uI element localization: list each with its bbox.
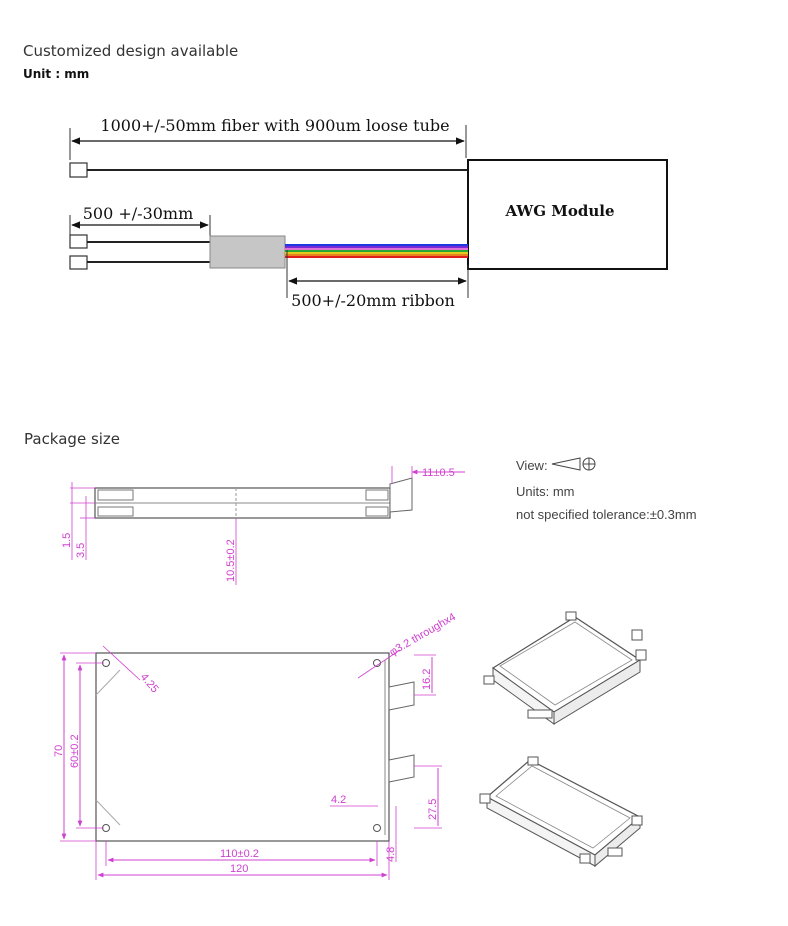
dim-42: 4.2 <box>331 794 346 806</box>
page-title: Customized design available <box>23 42 239 60</box>
package-isometric-top <box>483 611 647 725</box>
ribbon-length-label: 500+/-20mm ribbon <box>291 291 455 310</box>
dim-16: 16.2 <box>421 669 433 690</box>
package-front-body <box>95 652 390 842</box>
dim-side-1: 1.5 <box>61 533 73 548</box>
dim-width-holes: 110±0.2 <box>220 848 259 860</box>
awg-module-label: AWG Module <box>504 202 614 220</box>
dim-width-total: 120 <box>230 863 248 875</box>
fiber-diagram: 1000+/-50mm fiber with 900um loose tube … <box>69 116 668 310</box>
dim-height-total: 70 <box>53 745 65 757</box>
dim-side-2: 3.5 <box>75 543 87 558</box>
dim-height-holes: 60±0.2 <box>69 734 81 768</box>
unit-label: Unit : mm <box>23 67 90 81</box>
view-label: View: <box>516 458 548 473</box>
dim-hole: φ3.2 throughx4 <box>388 611 458 659</box>
package-notes: View: Units: mm not specified tolerance:… <box>516 457 697 522</box>
package-size-title: Package size <box>24 430 121 448</box>
front-boot-1 <box>388 681 415 711</box>
dim-thickness: 10.5±0.2 <box>225 539 237 582</box>
fiber-connector <box>69 162 88 178</box>
tolerance-label: not specified tolerance:±0.3mm <box>516 507 697 522</box>
view-arrow-icon <box>551 457 581 471</box>
pigtail-connector-2 <box>69 255 88 270</box>
package-side-view: 11±0.5 1.5 3.5 10.5±0.2 <box>61 466 465 585</box>
package-side-boot <box>389 477 413 513</box>
front-boot-2 <box>388 754 415 783</box>
dim-48: 4.8 <box>385 847 397 862</box>
dim-275: 27.5 <box>427 799 439 820</box>
package-isometric-bottom <box>479 756 643 868</box>
fiber-length-label: 1000+/-50mm fiber with 900um loose tube <box>100 116 449 135</box>
package-front-view: 70 60±0.2 4.25 φ3.2 throughx4 16.2 27.5 … <box>53 611 458 880</box>
dim-top-length: 11±0.5 <box>422 467 455 479</box>
ribbon-fibers <box>285 244 468 258</box>
awg-module-box <box>467 159 668 270</box>
pigtail-length-label: 500 +/-30mm <box>83 204 194 223</box>
units-label: Units: mm <box>516 484 575 499</box>
fanout-box <box>209 235 286 269</box>
mount-hole-br <box>373 824 381 832</box>
pigtail-connector-1 <box>69 234 88 249</box>
